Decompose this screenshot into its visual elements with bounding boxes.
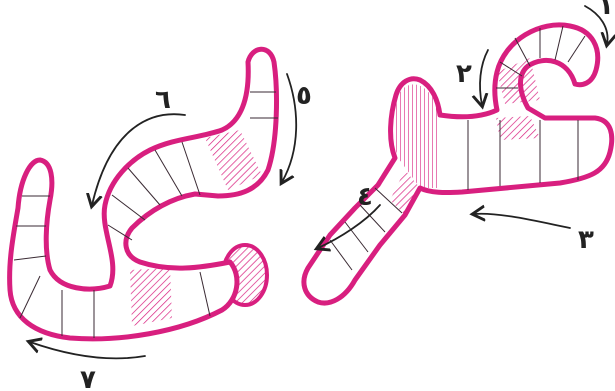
step-number-7: ٧ (80, 365, 96, 391)
arrow-7 (30, 342, 145, 358)
arrow-3 (474, 214, 570, 228)
ya-hatched-lower (130, 268, 172, 326)
step-number-2: ٢ (456, 59, 472, 89)
step-number-3: ٣ (578, 225, 594, 255)
step-number-6: ٦ (155, 85, 171, 115)
arrow-5 (282, 74, 296, 182)
step-number-4: ٤ (357, 182, 373, 212)
arrow-2 (480, 50, 488, 105)
step-number-5: ٥ (296, 81, 312, 111)
step-number-1: ١ (598, 0, 614, 21)
